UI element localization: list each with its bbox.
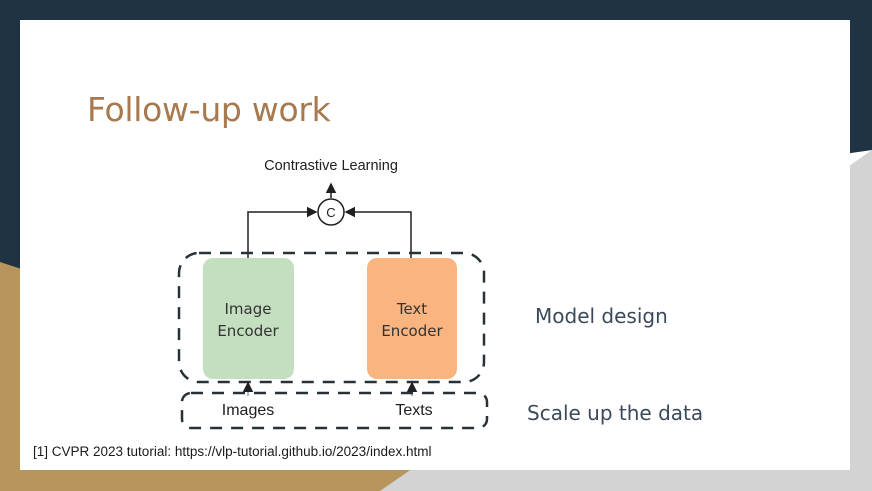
contrastive-learning-label: Contrastive Learning [264,158,398,174]
text-encoder-line2: Encoder [381,322,443,340]
scale-up-label: Scale up the data [527,401,704,425]
model-dashed-box [177,251,486,384]
image-encoder-box [203,258,294,379]
combine-node [317,198,345,226]
slide-title: Follow-up work [87,90,331,129]
image-encoder-line2: Encoder [217,322,279,340]
model-design-label: Model design [535,304,668,328]
combine-symbol: C [326,205,335,220]
image-branch-line [247,206,318,258]
data-dashed-box [180,391,489,430]
text-encoder-box [367,258,457,379]
text-encoder-line1: Text [396,300,427,318]
texts-label: Texts [395,402,432,419]
slide-panel [20,20,850,470]
text-branch-line [344,206,412,258]
image-encoder-line1: Image [225,300,272,318]
images-label: Images [222,402,274,419]
footnote: [1] CVPR 2023 tutorial: https://vlp-tuto… [33,444,432,459]
